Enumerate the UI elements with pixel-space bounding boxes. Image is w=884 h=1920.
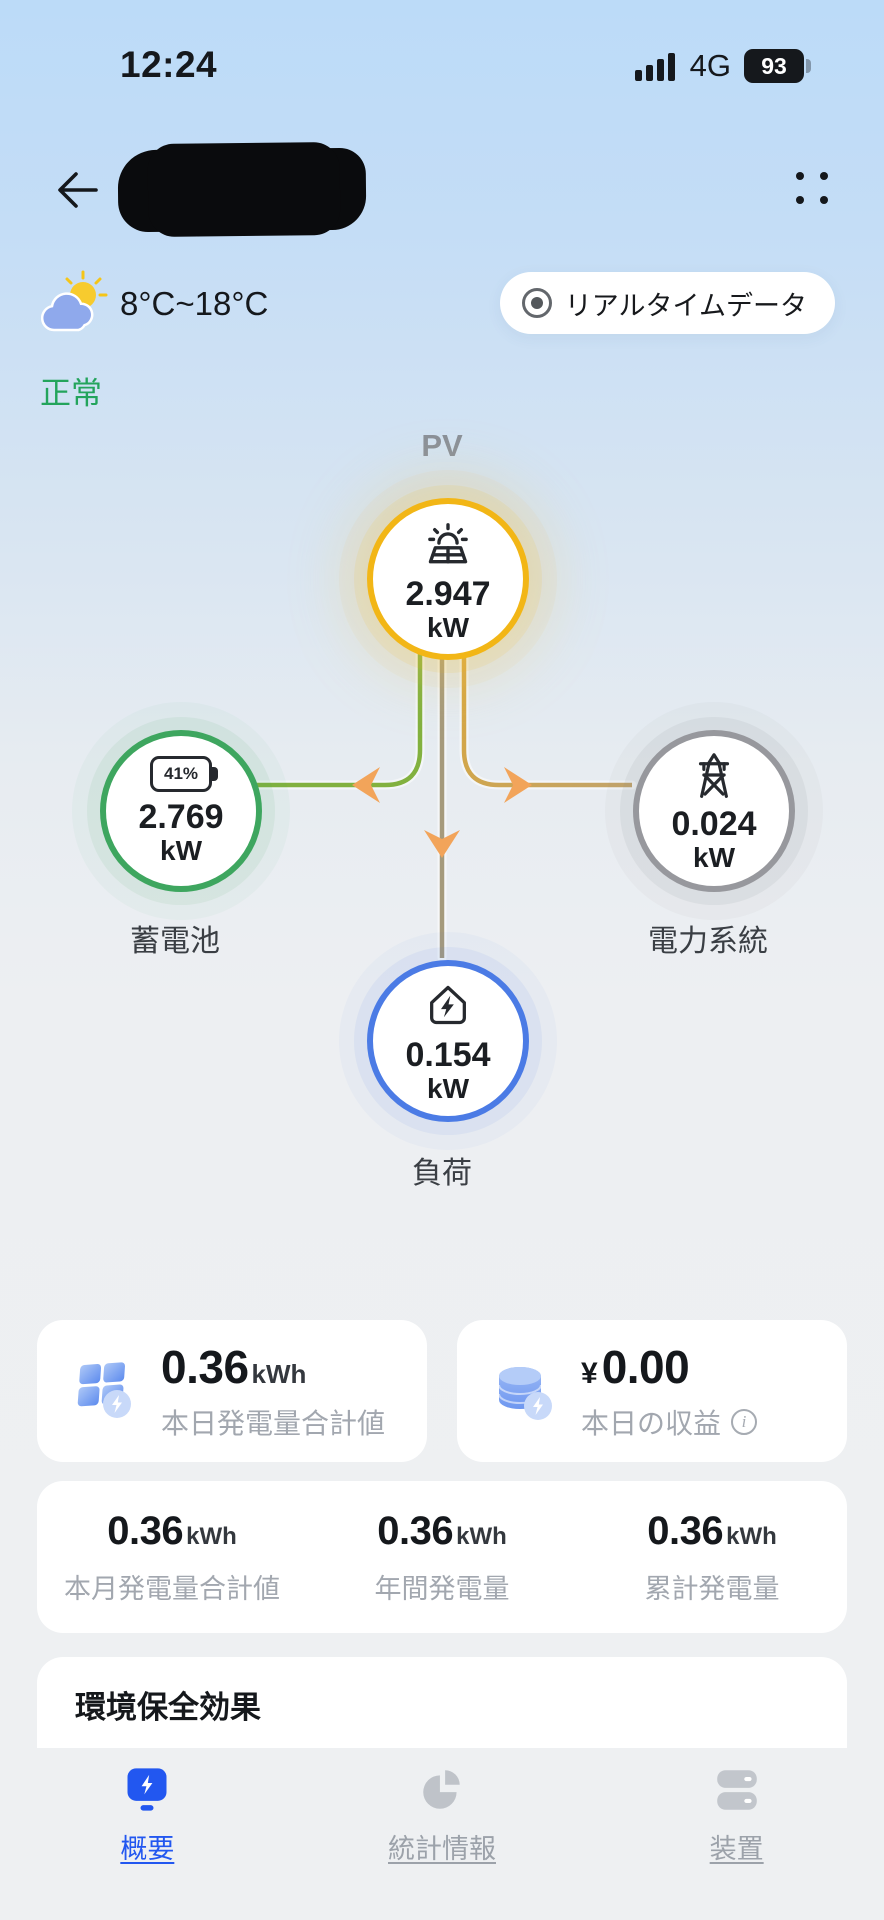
total-yield-value: 0.36 [647,1508,724,1553]
back-arrow-icon [58,172,98,208]
year-yield-label: 年間発電量 [374,1573,510,1604]
pv-to-battery-line [253,650,423,788]
tab-devices[interactable]: 装置 [589,1762,884,1920]
grid-node[interactable]: 0.024 kW [633,730,795,892]
month-yield-label: 本月発電量合計値 [64,1573,280,1604]
pv-power-unit: kW [427,611,469,643]
bottom-nav: 概要 統計情報 装置 [0,1748,884,1920]
load-power-value: 0.154 [405,1035,491,1074]
back-button[interactable] [50,162,106,218]
realtime-data-label: リアルタイムデータ [564,290,807,321]
solar-panel-icon [69,1356,139,1426]
pv-power-value: 2.947 [405,574,491,613]
total-yield-label: 累計発電量 [644,1573,780,1604]
realtime-data-button[interactable]: リアルタイムデータ [499,272,835,334]
pv-node[interactable]: 2.947 kW [367,498,529,660]
signal-bars-icon [634,53,675,81]
total-yield-stat: 0.36 kWh 累計発電量 [577,1509,847,1606]
menu-dot-icon [820,196,828,204]
nav-label-overview: 概要 [120,1834,175,1864]
plant-name-redacted [117,147,367,233]
tab-overview[interactable]: 概要 [0,1762,295,1920]
stats-section: 0.36 kWh 本日発電量合計値 [37,1320,847,1751]
today-yield-unit: kWh [251,1359,307,1389]
today-revenue-value: 0.00 [601,1341,690,1393]
info-icon[interactable]: i [731,1409,758,1435]
temperature-range: 8°C~18°C [120,285,269,322]
grid-node-label: 電力系統 [648,925,768,958]
power-grid-tower-icon [698,752,730,798]
weather-partly-cloudy-icon [40,270,108,341]
coins-icon [489,1356,559,1426]
battery-node-label: 蓄電池 [130,925,220,958]
nav-label-statistics: 統計情報 [388,1834,496,1864]
today-yield-card: 0.36 kWh 本日発電量合計値 [37,1320,427,1462]
environment-section-title: 環境保全効果 [75,1689,261,1725]
status-badge: 正常 [40,376,102,411]
today-revenue-label: 本日の収益 [581,1408,722,1439]
year-yield-value: 0.36 [377,1508,454,1553]
yield-summary-card: 0.36 kWh 本月発電量合計値 0.36 kWh 年間発電量 0.36 kW… [37,1481,847,1633]
solar-panel-sun-icon [428,522,468,563]
today-yield-label: 本日発電量合計値 [161,1408,386,1439]
menu-dot-icon [796,196,804,204]
load-node[interactable]: 0.154 kW [367,960,529,1122]
pv-node-title: PV [421,428,463,463]
menu-dot-icon [820,172,828,180]
environment-section-card: 環境保全効果 [37,1657,847,1751]
status-indicators: 4G 93 [634,48,811,84]
battery-percent: 93 [761,52,787,79]
month-yield-stat: 0.36 kWh 本月発電量合計値 [37,1509,307,1606]
battery-power-unit: kW [160,834,202,866]
network-type-label: 4G [689,48,731,83]
arrow-to-battery-icon [352,767,380,803]
tab-statistics[interactable]: 統計情報 [295,1762,590,1920]
battery-node[interactable]: 41% 2.769 kW [100,730,262,892]
arrow-to-grid-icon [504,767,532,803]
currency-symbol: ¥ [581,1357,598,1390]
total-yield-unit: kWh [726,1522,777,1550]
pie-chart-icon [417,1762,467,1818]
battery-soc-value: 41% [163,763,199,783]
battery-power-value: 2.769 [138,797,224,836]
grid-power-value: 0.024 [671,804,757,843]
pv-to-grid-line [461,650,632,788]
house-load-icon [430,985,466,1024]
month-yield-value: 0.36 [107,1508,184,1553]
menu-dot-icon [796,172,804,180]
battery-soc-icon: 41% [150,755,218,792]
year-yield-unit: kWh [456,1522,507,1550]
load-node-label: 負荷 [412,1157,472,1190]
battery-indicator: 93 [744,49,811,83]
nav-label-devices: 装置 [709,1834,764,1864]
grid-power-unit: kW [693,841,735,873]
year-yield-stat: 0.36 kWh 年間発電量 [307,1509,577,1606]
overview-icon [121,1762,173,1818]
today-revenue-card: ¥ 0.00 本日の収益 i [457,1320,847,1462]
record-dot-icon [521,288,552,318]
status-time: 12:24 [120,44,218,85]
month-yield-unit: kWh [186,1522,237,1550]
devices-icon [712,1762,762,1818]
today-yield-value: 0.36 [161,1341,249,1393]
arrow-to-load-icon [424,830,460,858]
menu-button[interactable] [792,168,836,212]
load-power-unit: kW [427,1072,469,1104]
